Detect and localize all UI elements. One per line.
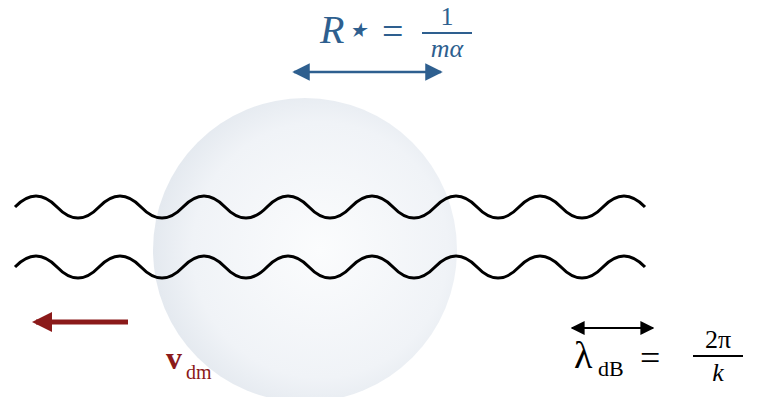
fraction-numerator: 1 (422, 4, 472, 30)
wave-line (15, 256, 645, 278)
fraction-bar (693, 355, 743, 357)
fraction-bar (422, 32, 472, 34)
fraction-numerator: 2π (688, 327, 748, 353)
wavelength-symbol: λ (574, 336, 592, 374)
soliton-sphere (153, 98, 457, 397)
fraction-denominator: k (688, 360, 748, 386)
fraction-denominator: mα (422, 36, 472, 62)
equals-sign: = (640, 340, 660, 376)
wavelength-subscript: dB (598, 358, 624, 380)
velocity-subscript: dm (186, 362, 212, 382)
velocity-symbol: v (166, 342, 182, 374)
radius-arrow (294, 71, 441, 74)
equals-sign: = (382, 12, 403, 50)
velocity-arrow (36, 320, 128, 325)
wavelength-arrow (572, 327, 653, 329)
wave-line (15, 196, 645, 218)
symbol-radius: R⋆ (320, 10, 369, 50)
